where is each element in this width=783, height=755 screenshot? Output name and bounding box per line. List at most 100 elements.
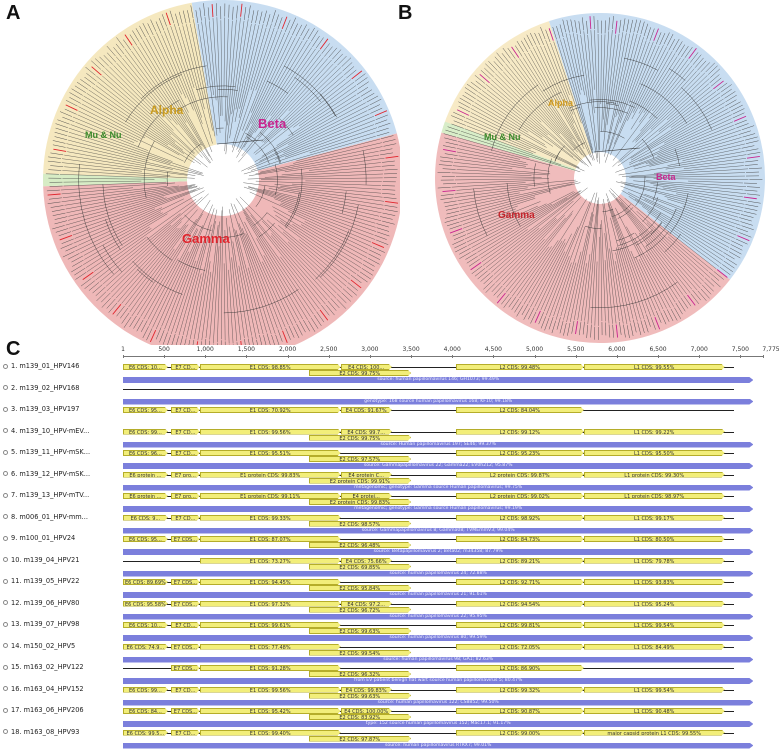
cds-feature[interactable]: E6 CDS; 95... — [123, 407, 168, 413]
track-select-radio[interactable] — [3, 729, 8, 734]
cds-feature[interactable]: E1 CDS; 70.92% — [200, 407, 341, 413]
cds-feature[interactable]: E7 CD... — [171, 450, 200, 456]
source-feature[interactable]: metagenomic; genotype: Gamma source Huma… — [123, 485, 753, 491]
track-select-radio[interactable] — [3, 363, 8, 369]
cds-feature[interactable]: E4 protei... — [341, 493, 392, 499]
cds-feature[interactable]: E2 CDS; 83.92% — [309, 714, 411, 720]
genome-track-row[interactable]: 7. m139_13_HPV-mTV...E6 protein ...E7 pr… — [0, 491, 783, 513]
cds-feature[interactable]: E7 CD... — [171, 407, 200, 413]
genome-track-row[interactable]: 6. m139_12_HPV-mSK...E6 protein ...E7 pr… — [0, 470, 783, 492]
track-select-radio[interactable] — [3, 621, 8, 627]
cds-feature[interactable]: L1 CDS; 99.54% — [584, 622, 725, 628]
cds-feature[interactable]: E7 CDS... — [171, 579, 200, 585]
cds-feature[interactable]: L1 CDS; 84.49% — [584, 644, 725, 650]
track-select-radio[interactable] — [3, 471, 8, 476]
genome-track-row[interactable]: 5. m139_11_HPV-mSK...E6 CDS; 96...E7 CD.… — [0, 448, 783, 470]
cds-feature[interactable]: E1 CDS; 95.42% — [200, 708, 341, 714]
cds-feature[interactable]: L1 CDS; 99.55% — [584, 364, 725, 370]
cds-feature[interactable]: E7 CDS... — [171, 536, 200, 542]
track-select-radio[interactable] — [3, 449, 8, 455]
cds-feature[interactable]: E2 CDS; 99.75% — [309, 370, 411, 376]
cds-feature[interactable]: L2 CDS; 92.71% — [456, 579, 584, 585]
cds-feature[interactable]: L2 CDS; 84.73% — [456, 536, 584, 542]
cds-feature[interactable]: E1 CDS; 87.07% — [200, 536, 341, 542]
cds-feature[interactable]: L2 CDS; 99.00% — [456, 730, 584, 736]
cds-feature[interactable]: L1 CDS; 95.24% — [584, 601, 725, 607]
cds-feature[interactable]: E2 CDS; 69.85% — [309, 564, 411, 570]
cds-feature[interactable]: E1 CDS; 97.32% — [200, 601, 341, 607]
cds-feature[interactable]: E6 CDS; 89.69% — [125, 580, 166, 585]
cds-feature[interactable]: E6 protein ... — [123, 472, 168, 478]
track-select-radio[interactable] — [3, 578, 8, 584]
cds-feature[interactable]: E2 CDS; 96.48% — [309, 542, 411, 548]
source-feature[interactable]: source: human papillomavirus 146; GH1073… — [123, 377, 753, 383]
cds-feature[interactable]: E6 CDS; 10... — [123, 364, 168, 370]
cds-feature[interactable]: E6 CDS; 74.9... — [123, 644, 168, 650]
source-feature[interactable]: genotype: 168 source human papillomaviru… — [123, 399, 753, 405]
cds-feature[interactable]: L2 CDS; 89.21% — [456, 558, 584, 564]
cds-feature[interactable]: E2 CDS; 99.63% — [309, 693, 411, 699]
cds-feature[interactable]: E7 CD... — [171, 515, 200, 521]
cds-feature[interactable]: E2 CDS; 98.57% — [309, 521, 411, 527]
cds-feature[interactable]: E1 CDS; 99.40% — [200, 730, 341, 736]
cds-feature[interactable]: E1 CDS; 99.33% — [200, 515, 341, 521]
cds-feature[interactable]: L2 CDS; 94.54% — [456, 601, 584, 607]
track-select-radio[interactable] — [3, 600, 8, 605]
cds-feature[interactable]: L2 CDS; 99.81% — [456, 622, 584, 628]
source-feature[interactable]: source: Gammapapillomavirus 22; Gamma22;… — [123, 463, 753, 469]
cds-feature[interactable]: L1 protein CDS; 98.97% — [584, 493, 725, 499]
cds-feature[interactable]: major capsid protein L1 CDS; 99.55% — [584, 730, 725, 736]
cds-feature[interactable]: E2 protein CDS; 99.91% — [309, 478, 411, 484]
genome-track-row[interactable]: 8. m006_01_HPV-mm...E6 CDS; 9...E7 CD...… — [0, 513, 783, 535]
cds-feature[interactable]: E1 CDS; 99.56% — [200, 429, 341, 435]
cds-feature[interactable]: E7 CDS... — [171, 708, 200, 714]
source-feature[interactable]: source: human papillomavirus 122; CS8852… — [123, 700, 753, 706]
cds-feature[interactable]: E6 CDS; 10... — [123, 622, 168, 628]
track-select-radio[interactable] — [3, 707, 8, 713]
cds-feature[interactable]: E1 CDS; 99.56% — [200, 687, 341, 693]
cds-feature[interactable]: E1 CDS; 95.51% — [200, 450, 341, 456]
track-select-radio[interactable] — [3, 535, 8, 541]
cds-feature[interactable]: E1 CDS; 73.27% — [200, 558, 341, 564]
cds-feature[interactable]: E1 CDS; 77.48% — [200, 644, 341, 650]
track-select-radio[interactable] — [3, 492, 8, 498]
source-feature[interactable]: source: human papillomavirus 24; 72.88% — [123, 571, 753, 577]
source-feature[interactable]: source: human papillomavirus 21; 91.61% — [123, 592, 753, 598]
genome-track-row[interactable]: 4. m139_10_HPV-mEV...E6 CDS; 99...E7 CD.… — [0, 427, 783, 449]
source-feature[interactable]: source: Gammapapillomavirus 8; Gamma08; … — [123, 528, 753, 534]
track-select-radio[interactable] — [3, 385, 8, 390]
cds-feature[interactable]: L1 CDS; 90.48% — [584, 708, 725, 714]
cds-feature[interactable]: E1 protein CDS; 99.11% — [200, 493, 341, 499]
source-feature[interactable]: source: human papillomavirus 98; GA1; 82… — [123, 657, 753, 663]
cds-feature[interactable]: E6 CDS; 95.58% — [125, 601, 166, 607]
cds-feature[interactable]: E2 CDS; 99.54% — [309, 650, 411, 656]
cds-feature[interactable]: E7 CD... — [171, 730, 200, 736]
cds-feature[interactable]: L2 CDS; 72.05% — [456, 644, 584, 650]
cds-feature[interactable]: E6 CDS; 99.5... — [123, 730, 168, 736]
cds-feature[interactable]: E6 CDS; 9... — [123, 515, 168, 521]
cds-feature[interactable]: E6 CDS; 99... — [123, 687, 168, 693]
cds-feature[interactable]: E4 CDS; 100.00% — [341, 708, 392, 714]
cds-feature[interactable]: E1 CDS; 98.85% — [200, 364, 341, 370]
cds-feature[interactable]: L2 CDS; 90.87% — [456, 708, 584, 714]
cds-feature[interactable]: E4 CDS; 75.66% — [341, 558, 392, 564]
cds-feature[interactable]: E2 CDS; 96.32% — [309, 671, 411, 677]
track-select-radio[interactable] — [3, 557, 8, 562]
cds-feature[interactable]: E4 CDS; 91.67% — [341, 407, 392, 413]
source-feature[interactable]: source: human papillomavirus RTRX7; 99.0… — [123, 743, 753, 749]
cds-feature[interactable]: E6 CDS; 84... — [123, 708, 168, 714]
cds-feature[interactable]: E2 CDS; 99.63% — [309, 628, 411, 634]
cds-feature[interactable]: E7 CD... — [171, 687, 200, 693]
cds-feature[interactable]: E7 CD... — [171, 429, 200, 435]
cds-feature[interactable]: E2 CDS; 95.84% — [309, 585, 411, 591]
cds-feature[interactable]: L1 CDS; 99.54% — [584, 687, 725, 693]
track-select-radio[interactable] — [3, 643, 8, 648]
cds-feature[interactable]: L1 CDS; 80.50% — [584, 536, 725, 542]
cds-feature[interactable]: E6 CDS; 96... — [123, 450, 168, 456]
